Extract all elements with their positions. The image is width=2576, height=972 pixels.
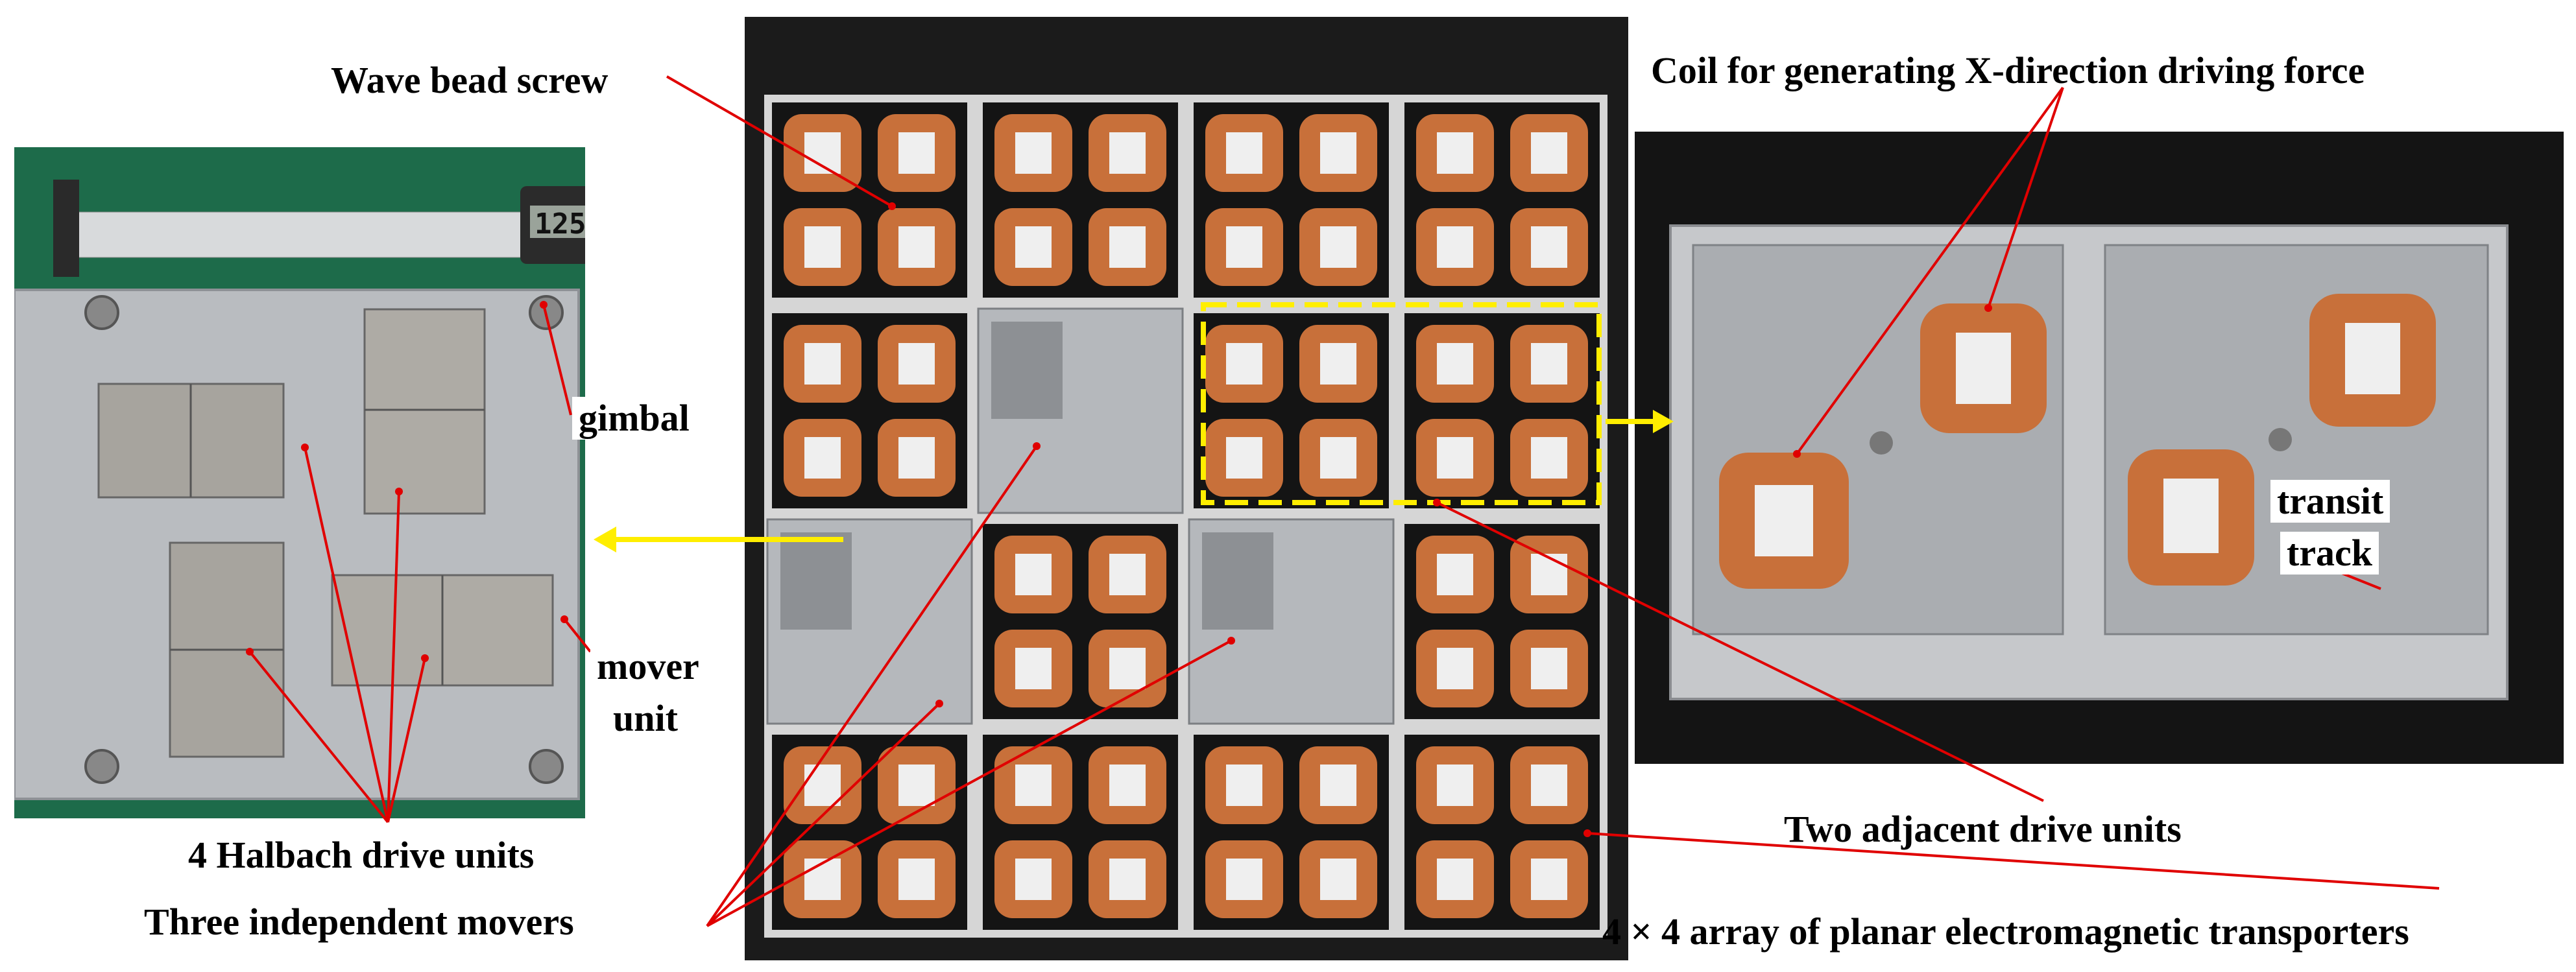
drive-units-drawing [1669, 224, 2509, 700]
coil-core [1320, 765, 1356, 806]
coil-core [898, 226, 935, 268]
coil-core [1015, 226, 1052, 268]
coil-core [1226, 132, 1262, 174]
coil-core [1226, 859, 1262, 900]
coil-core [1437, 859, 1473, 900]
coil-core [1531, 437, 1567, 479]
coil-core [1531, 343, 1567, 385]
coil-core [1320, 343, 1356, 385]
right-photo-drive-units [1635, 132, 2564, 764]
coil-core [898, 132, 935, 174]
coil-core [1015, 765, 1052, 806]
coil-core [1226, 226, 1262, 268]
coil-core [898, 859, 935, 900]
coil-core [1437, 765, 1473, 806]
coil-core [1226, 343, 1262, 385]
coil-core [804, 437, 841, 479]
coil-core [1531, 554, 1567, 595]
coil-core [1531, 648, 1567, 689]
left-photo-mover: 1250 [14, 147, 585, 818]
label-wave-bead-screw: Wave bead screw [331, 59, 608, 101]
coil-core [1015, 859, 1052, 900]
caliper-readout: 1250 [535, 207, 585, 241]
coil-core [1531, 859, 1567, 900]
label-gimbal: gimbal [572, 397, 696, 440]
halbach-block [780, 532, 852, 630]
coil-core [1109, 226, 1146, 268]
coil-core [1320, 226, 1356, 268]
coil-core [1437, 554, 1473, 595]
center-photo-array [745, 17, 1628, 960]
coil-core [1015, 554, 1052, 595]
coil-core [1226, 437, 1262, 479]
coil-core [1437, 343, 1473, 385]
coil-core [1226, 765, 1262, 806]
label-track: track [2280, 532, 2379, 575]
coil-core [1320, 437, 1356, 479]
coil-core [1437, 437, 1473, 479]
halbach-block [991, 322, 1063, 419]
coil-core [1109, 554, 1146, 595]
mover-unit-drawing [14, 180, 585, 800]
coil-core [1015, 132, 1052, 174]
array-drawing [745, 17, 1628, 960]
coil-core [1531, 132, 1567, 174]
coil-core [1109, 859, 1146, 900]
coil-core [1437, 132, 1473, 174]
label-array: 4 × 4 array of planar electromagnetic tr… [1602, 910, 2409, 953]
coil-core [898, 765, 935, 806]
label-coil-x-direction: Coil for generating X-direction driving … [1651, 49, 2365, 91]
coil-core [1531, 765, 1567, 806]
label-transit: transit [2270, 480, 2390, 523]
highlight-box [1201, 302, 1602, 505]
coil-core [1320, 859, 1356, 900]
coil-core [1437, 648, 1473, 689]
label-halbach-drive-units: 4 Halbach drive units [188, 834, 535, 876]
label-unit: unit [607, 697, 684, 740]
label-mover: mover [590, 645, 706, 688]
coil-core [898, 343, 935, 385]
coil-core [1320, 132, 1356, 174]
coil-core [898, 437, 935, 479]
label-two-adjacent-drive-units: Two adjacent drive units [1784, 808, 2182, 850]
coil-core [1109, 648, 1146, 689]
coil-core [804, 765, 841, 806]
label-three-independent-movers: Three independent movers [144, 901, 574, 943]
coil-core [804, 859, 841, 900]
coil-core [1109, 132, 1146, 174]
coil-core [804, 226, 841, 268]
coil-core [1437, 226, 1473, 268]
coil-core [804, 343, 841, 385]
halbach-block [1202, 532, 1273, 630]
coil-core [1109, 765, 1146, 806]
coil-core [1531, 226, 1567, 268]
coil-core [1015, 648, 1052, 689]
